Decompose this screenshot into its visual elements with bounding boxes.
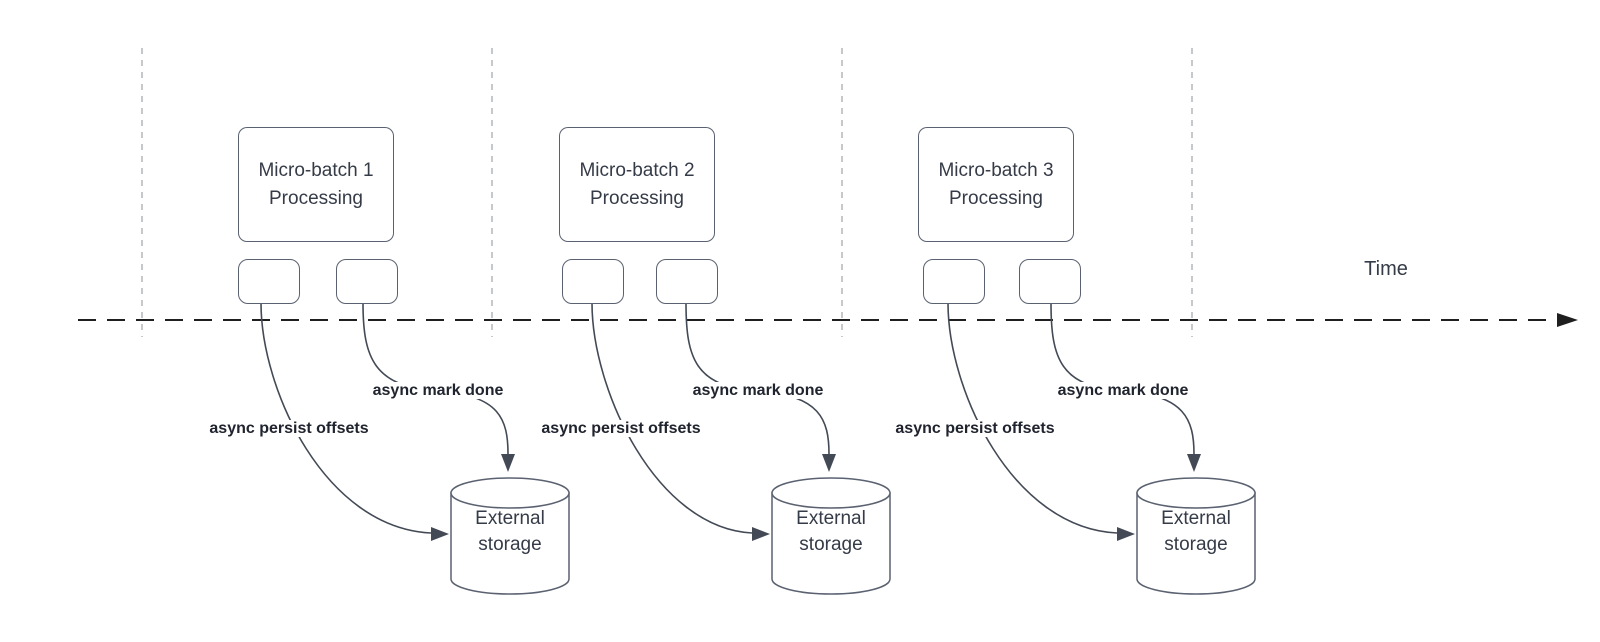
- storage-label-3: External storage: [1161, 506, 1231, 558]
- persist-offsets-task-box-2: [562, 259, 624, 304]
- external-storage-cylinder-2: [771, 477, 891, 595]
- persist-offsets-label-1: async persist offsets: [206, 420, 372, 437]
- persist-offsets-task-box-1: [238, 259, 300, 304]
- mark-done-arrowhead-3: [1187, 454, 1201, 472]
- storage-label-1-line1: External: [475, 508, 545, 529]
- storage-label-3-line1: External: [1161, 508, 1231, 529]
- mark-done-task-box-2: [656, 259, 718, 304]
- micro-batch-1-name: Micro-batch 1: [258, 159, 374, 181]
- storage-label-1-line2: storage: [478, 534, 542, 555]
- storage-label-2: External storage: [796, 506, 866, 558]
- mark-done-task-box-3: [1019, 259, 1081, 304]
- micro-batch-2-process-label: Processing: [590, 187, 684, 209]
- time-label: Time: [1364, 258, 1408, 280]
- storage-label-3-line2: storage: [1164, 534, 1228, 555]
- persist-offsets-task-box-3: [923, 259, 985, 304]
- mark-done-connector-2: [685, 302, 830, 455]
- persist-offsets-arrowhead-2: [752, 527, 770, 541]
- persist-offsets-connector-3: [947, 302, 1118, 534]
- micro-batch-3-name: Micro-batch 3: [938, 159, 1054, 181]
- persist-offsets-connector-2: [591, 302, 753, 534]
- mark-done-arrowhead-2: [822, 454, 836, 472]
- external-storage-cylinder-3: [1136, 477, 1256, 595]
- micro-batch-2-box: Micro-batch 2 Processing: [559, 127, 715, 242]
- mark-done-label-2: async mark done: [689, 382, 827, 399]
- persist-offsets-arrowhead-3: [1117, 527, 1135, 541]
- persist-offsets-arrowhead-1: [431, 527, 449, 541]
- persist-offsets-connector-1: [260, 302, 432, 534]
- mark-done-label-1: async mark done: [369, 382, 507, 399]
- time-axis-arrowhead: [1557, 313, 1578, 327]
- storage-label-1: External storage: [475, 506, 545, 558]
- mark-done-connector-3: [1050, 302, 1195, 455]
- external-storage-cylinder-1: [450, 477, 570, 595]
- micro-batch-1-box: Micro-batch 1 Processing: [238, 127, 394, 242]
- micro-batch-2-name: Micro-batch 2: [579, 159, 695, 181]
- persist-offsets-label-3: async persist offsets: [892, 420, 1058, 437]
- mark-done-connector-1: [362, 302, 509, 455]
- storage-label-2-line1: External: [796, 508, 866, 529]
- mark-done-arrowhead-1: [501, 454, 515, 472]
- mark-done-task-box-1: [336, 259, 398, 304]
- micro-batch-1-process-label: Processing: [269, 187, 363, 209]
- mark-done-label-3: async mark done: [1054, 382, 1192, 399]
- micro-batch-3-box: Micro-batch 3 Processing: [918, 127, 1074, 242]
- persist-offsets-label-2: async persist offsets: [538, 420, 704, 437]
- micro-batch-3-process-label: Processing: [949, 187, 1043, 209]
- storage-label-2-line2: storage: [799, 534, 863, 555]
